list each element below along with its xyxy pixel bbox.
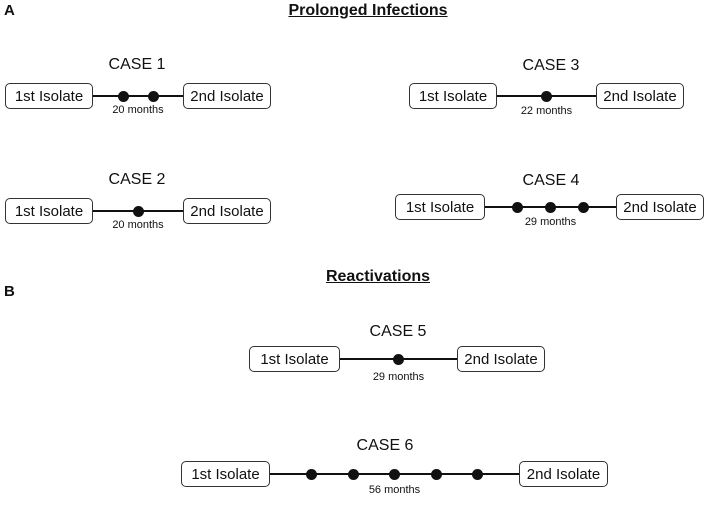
panel-b-label: B [4,283,15,300]
case-3-title: CASE 3 [522,57,580,74]
case-5-second-isolate-box: 2nd Isolate [457,346,545,372]
case-6-sample-dot [347,468,359,480]
case-2-sample-dot [132,205,144,217]
case-1-title: CASE 1 [108,56,166,73]
case-2-second-isolate-box: 2nd Isolate [183,198,271,224]
reactivations-title: Reactivations [325,268,431,285]
case-1-duration-label: 20 months [112,104,164,116]
case-6-duration-label: 56 months [368,484,421,496]
case-1-first-isolate-box: 1st Isolate [5,83,93,109]
case-1-second-isolate-box: 2nd Isolate [183,83,271,109]
case-5-first-isolate-box: 1st Isolate [249,346,340,372]
case-3-sample-dot [541,90,552,102]
case-6-title: CASE 6 [356,437,414,454]
case-1-sample-dot [147,90,159,102]
case-3-duration-label: 22 months [520,105,573,117]
prolonged-infections-title: Prolonged Infections [288,2,448,19]
case-6-second-isolate-box: 2nd Isolate [519,461,608,487]
case-4-title: CASE 4 [522,172,580,189]
case-6-sample-dot [472,468,483,480]
case-4-sample-dot [545,201,556,213]
case-6-first-isolate-box: 1st Isolate [181,461,270,487]
case-4-sample-dot [512,201,524,213]
case-3-second-isolate-box: 2nd Isolate [596,83,684,109]
case-6-sample-dot [306,468,317,480]
case-5-duration-label: 29 months [372,371,425,383]
case-2-duration-label: 20 months [112,219,164,231]
case-6-sample-dot [430,468,442,480]
case-4-second-isolate-box: 2nd Isolate [616,194,704,220]
panel-a-label: A [4,2,15,19]
case-4-sample-dot [577,201,589,213]
case-3-first-isolate-box: 1st Isolate [409,83,497,109]
case-5-title: CASE 5 [369,323,427,340]
case-1-timeline-line [93,95,183,97]
case-6-sample-dot [389,468,400,480]
case-2-first-isolate-box: 1st Isolate [5,198,93,224]
case-2-title: CASE 2 [108,171,166,188]
case-5-sample-dot [393,353,404,365]
case-1-sample-dot [117,90,129,102]
case-4-first-isolate-box: 1st Isolate [395,194,485,220]
case-4-duration-label: 29 months [524,216,577,228]
